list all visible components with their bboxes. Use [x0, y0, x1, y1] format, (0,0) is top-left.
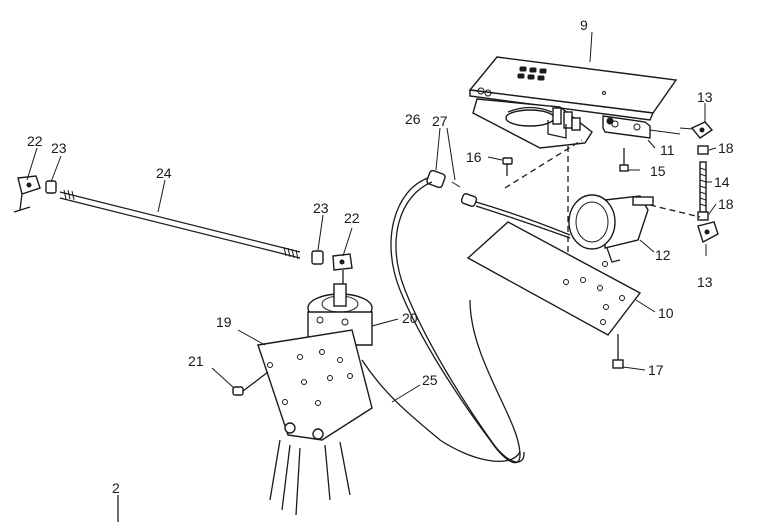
- pedal-plate-part-9: [468, 56, 678, 121]
- callout-22-left: 22: [27, 133, 43, 149]
- callout-labels: 9 13 13 18 18 11 14 15 16 26 27 12 10 17…: [27, 17, 734, 496]
- callout-14: 14: [714, 174, 730, 190]
- pin-part-16: [487, 156, 513, 176]
- callout-12: 12: [655, 247, 671, 263]
- callout-16: 16: [466, 149, 482, 165]
- callout-25: 25: [422, 372, 438, 388]
- callout-11: 11: [660, 142, 675, 158]
- callout-23-right: 23: [313, 200, 329, 216]
- callout-18-top: 18: [718, 140, 734, 156]
- callout-17: 17: [648, 362, 664, 378]
- linkage-rod-part-14: [649, 121, 719, 244]
- callout-10: 10: [658, 305, 674, 321]
- leader-lines: [26, 31, 717, 403]
- connector-part-26: [426, 169, 571, 239]
- dashed-link-16: [504, 139, 583, 189]
- callout-20: 20: [402, 310, 418, 326]
- callout-18-bottom: 18: [718, 196, 734, 212]
- callout-21: 21: [188, 353, 204, 369]
- callout-27: 27: [432, 113, 448, 129]
- vehicle-frame-outline: [117, 439, 351, 522]
- sensor-part-12: [568, 194, 654, 263]
- callout-26: 26: [405, 111, 421, 127]
- screw-part-15: [619, 148, 640, 172]
- callout-13-bottom: 13: [697, 274, 713, 290]
- callout-2: 2: [112, 480, 120, 496]
- callout-9: 9: [580, 17, 588, 33]
- callout-15: 15: [650, 163, 666, 179]
- callout-19: 19: [216, 314, 232, 330]
- rod-part-24: [13, 175, 353, 285]
- mounting-plate-part-19: [257, 329, 373, 441]
- base-plate-part-10: [466, 221, 642, 336]
- callout-13-top: 13: [697, 89, 713, 105]
- cable-part-25: [361, 177, 525, 464]
- callout-23-left: 23: [51, 140, 67, 156]
- callout-22-right: 22: [344, 210, 360, 226]
- pedal-hinge-base: [472, 98, 593, 149]
- callout-24: 24: [156, 165, 172, 181]
- bracket-part-11: [602, 115, 681, 139]
- screw-part-17: [612, 334, 646, 371]
- screw-part-21: [211, 367, 269, 396]
